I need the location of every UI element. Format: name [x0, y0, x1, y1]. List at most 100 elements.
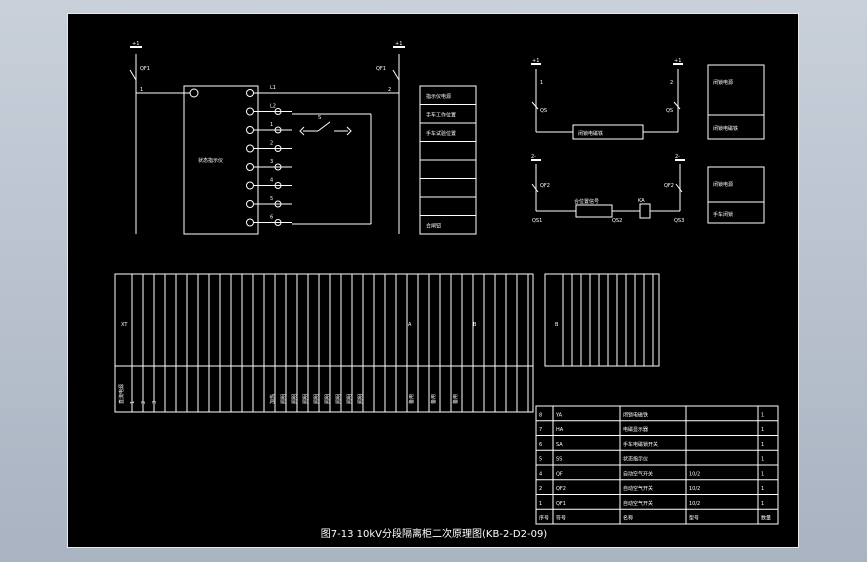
device-terminal: [246, 200, 254, 208]
left-breaker-symbol: [129, 69, 137, 81]
parts-cell-symbol: YA: [555, 412, 563, 418]
terminal-label: 4: [270, 178, 273, 184]
terminal-label: 1: [270, 122, 273, 128]
terminal-strip-columns: [131, 274, 529, 412]
rl-left-breaker: [531, 183, 539, 193]
strip-group-title: XT: [121, 322, 128, 328]
rl-relay-label: KA: [638, 198, 645, 204]
strip-left-title: 2: [141, 401, 147, 404]
parts-cell-qty: 1: [761, 442, 764, 448]
parts-cell-name: 闭锁电磁铁: [623, 411, 648, 418]
parts-cell-symbol: QF1: [556, 501, 566, 507]
parts-cell-symbol: SS: [556, 457, 562, 463]
ru-box1-row2: 闭锁电磁铁: [713, 125, 738, 132]
parts-cell-no: 6: [539, 442, 542, 448]
strip-middle-title: 照明: [325, 394, 331, 404]
rl-right-breaker: [675, 183, 683, 193]
parts-cell-no: 2: [539, 486, 542, 492]
parts-cell-qty: 1: [761, 486, 764, 492]
strip-terminal: [274, 219, 282, 226]
parts-cell-qty: 1: [761, 501, 764, 507]
terminal-label: 6: [270, 215, 273, 221]
strip-middle-title: 照明: [314, 394, 320, 404]
parts-cell-symbol: SA: [556, 442, 563, 448]
parts-header-no: 序号: [539, 515, 549, 522]
strip-mark-a: A: [408, 322, 412, 328]
parts-table-grid: [536, 406, 778, 524]
ru-legend-box: [707, 64, 765, 140]
rl-mark-1: QS1: [532, 218, 542, 224]
strip-terminal: [274, 182, 282, 189]
device-terminal: [246, 89, 254, 97]
parts-cell-name: 状态指示仪: [623, 456, 648, 463]
strip-terminal: [274, 200, 282, 208]
terminal-label: L2: [270, 104, 276, 110]
parts-header-model: 型号: [689, 515, 699, 522]
parts-cell-qty: 1: [761, 412, 764, 418]
device-terminal: [246, 107, 254, 116]
switch-blade: [317, 121, 331, 132]
left-feed-terminal: [189, 88, 199, 98]
ru-top-right-bus: +1: [674, 58, 681, 64]
terminal-label: L1: [270, 85, 276, 91]
parts-cell-name: 自动空气开关: [623, 500, 653, 507]
rl-right-bus: 2-: [675, 154, 680, 160]
parts-cell-no: 4: [539, 471, 542, 477]
legend-row-text: 合闸钮: [426, 223, 441, 230]
strip-terminal: [274, 163, 282, 171]
strip-middle-title: 加热: [269, 394, 276, 404]
strip-left-title: 1: [130, 401, 136, 404]
parts-header-qty: 数量: [761, 515, 771, 522]
strip-mark-b: B: [473, 322, 477, 328]
strip-middle-title: 照明: [292, 394, 298, 404]
node-right-label: 2: [388, 87, 391, 93]
parts-cell-no: 1: [539, 501, 542, 507]
strip-middle-title: 照明: [347, 394, 353, 404]
terminal-strip-right-columns: [562, 274, 654, 366]
legend-row-text: 手车工作位置: [426, 112, 456, 119]
parts-header-name: 名称: [623, 515, 633, 522]
rl-legend-box: [707, 166, 765, 224]
parts-cell-name: 自动空气开关: [623, 485, 653, 492]
ru-top-left-mark: 1: [540, 80, 543, 86]
rl-box2-row2: 手车闭锁: [713, 211, 733, 218]
legend-row-text: 手车试验位置: [426, 130, 456, 137]
parts-header-symbol: 符号: [556, 515, 566, 522]
strip-right-title: 备用: [430, 394, 437, 404]
parts-cell-name: 自动空气开关: [623, 470, 653, 477]
strip-middle-title: 照明: [281, 394, 287, 404]
rl-contact-box: [575, 204, 613, 218]
legend-row-text: 指示仪电源: [426, 93, 451, 100]
strip-middle-title: 照明: [358, 394, 364, 404]
node-left-label: 1: [140, 87, 143, 93]
device-terminal: [246, 218, 254, 227]
strip-left-title: 直流电源: [118, 384, 125, 404]
rl-left-breaker-label: QF2: [540, 183, 550, 189]
ru-top-right-contact: QS: [666, 108, 673, 114]
ru-top-right-mark: 2: [670, 80, 673, 86]
ru-right-contact: [673, 101, 681, 110]
device-terminal: [246, 163, 254, 171]
drawing-caption: 图7-13 10kV分段隔离柜二次原理图(KB-2-D2-09): [321, 527, 548, 540]
device-label: 状态指示仪: [198, 157, 223, 164]
ru-coil-box: [572, 124, 644, 140]
strip-terminal: [274, 145, 282, 152]
parts-cell-symbol: HA: [556, 427, 564, 433]
strip-terminal: [274, 108, 282, 115]
ru-top-left-bus: +1: [532, 58, 539, 64]
parts-cell-no: 8: [539, 412, 542, 418]
right-breaker-symbol: [392, 69, 400, 81]
legend-dividers: [420, 104, 476, 216]
rl-mark-2: QS2: [612, 218, 622, 224]
rl-contact-label: 合位置信号: [574, 198, 599, 205]
switch-label: S: [318, 115, 321, 121]
bus-right-label: +1: [395, 41, 402, 47]
strip-terminal: [274, 126, 282, 134]
parts-cell-qty: 1: [761, 457, 764, 463]
strip-left-title: 3: [152, 401, 158, 404]
strip-middle-title: 照明: [336, 394, 342, 404]
terminal-label: 3: [270, 159, 273, 165]
parts-cell-no: 5: [539, 457, 542, 463]
